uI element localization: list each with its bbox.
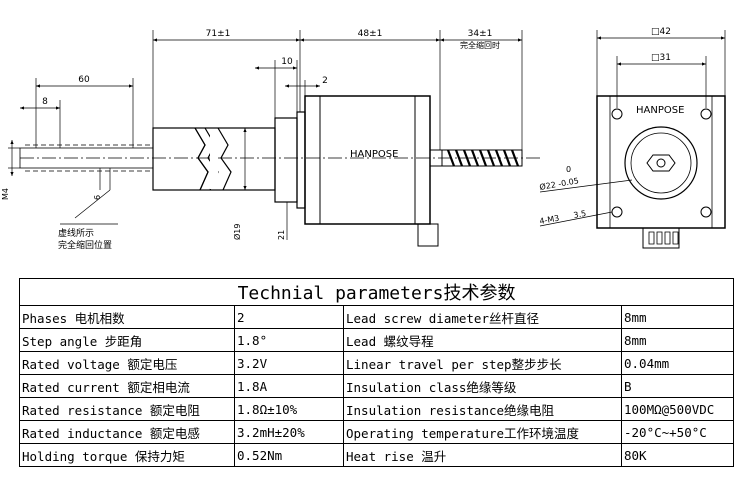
dim-19: Ø19 <box>232 224 242 240</box>
dim-m3-depth: 3.5 <box>573 209 587 220</box>
param-value-right: 8mm <box>620 305 735 329</box>
param-name-left: Holding torque 保持力矩 <box>19 443 235 467</box>
front-view <box>539 30 726 249</box>
param-name-right: Heat rise 温升 <box>343 443 622 467</box>
dim-60: 60 <box>78 75 90 85</box>
side-view <box>8 30 540 247</box>
param-value-left: 3.2V <box>234 351 344 375</box>
dim-21: 21 <box>277 230 286 240</box>
dim-6: 6 <box>93 195 102 200</box>
param-name-left: Rated resistance 额定电阻 <box>19 397 235 421</box>
param-name-right: Lead 螺纹导程 <box>343 328 622 352</box>
param-value-left: 1.8° <box>234 328 344 352</box>
param-name-left: Rated inductance 额定电感 <box>19 420 235 444</box>
dim-31: □31 <box>651 53 671 63</box>
param-value-right: -20°C~+50°C <box>620 420 735 444</box>
param-value-right: 80K <box>620 443 735 467</box>
param-value-right: B <box>620 374 735 398</box>
side-view-labels: 71±1 48±1 34±1 完全缩回时 60 8 10 2 M4 6 Ø19 … <box>1 29 500 251</box>
param-value-left: 0.52Nm <box>234 443 344 467</box>
param-name-left: Rated voltage 额定电压 <box>19 351 235 375</box>
param-name-right: Operating temperature工作环境温度 <box>343 420 622 444</box>
dim-8: 8 <box>42 97 48 107</box>
param-name-right: Lead screw diameter丝杆直径 <box>343 305 622 329</box>
param-name-left: Phases 电机相数 <box>19 305 235 329</box>
param-name-right: Insulation class绝缘等级 <box>343 374 622 398</box>
param-name-right: Linear travel per step整步步长 <box>343 351 622 375</box>
dim-22-tolerance-top: 0 <box>566 165 571 174</box>
param-value-right: 0.04mm <box>620 351 735 375</box>
param-value-left: 3.2mH±20% <box>234 420 344 444</box>
table-title-row: Technial parameters技术参数 <box>18 278 735 306</box>
param-value-right: 100MΩ@500VDC <box>620 397 735 421</box>
dim-10: 10 <box>281 57 293 67</box>
param-name-right: Insulation resistance绝缘电阻 <box>343 397 622 421</box>
param-value-right: 8mm <box>620 328 735 352</box>
param-value-left: 1.8Ω±10% <box>234 397 344 421</box>
brand-label-side: HANPOSE <box>636 105 684 116</box>
dim-m4: M4 <box>1 188 10 200</box>
brand-label-front: HANPOSE <box>350 149 398 160</box>
motor-technical-drawing: 71±1 48±1 34±1 完全缩回时 60 8 10 2 M4 6 Ø19 … <box>1 27 726 251</box>
dim-71: 71±1 <box>206 29 231 39</box>
dim-34: 34±1 <box>468 29 493 39</box>
table-title: Technial parameters技术参数 <box>18 278 735 306</box>
dim-34-note: 完全缩回时 <box>460 40 500 50</box>
note-line-2: 完全缩回位置 <box>58 239 112 251</box>
param-value-left: 1.8A <box>234 374 344 398</box>
dim-48: 48±1 <box>358 29 383 39</box>
param-value-left: 2 <box>234 305 344 329</box>
lead-screw <box>441 149 523 167</box>
note-line-1: 虚线所示 <box>58 227 94 239</box>
dim-42: □42 <box>651 27 671 37</box>
param-name-left: Rated current 额定相电流 <box>19 374 235 398</box>
param-name-left: Step angle 步距角 <box>19 328 235 352</box>
dim-2: 2 <box>322 76 328 86</box>
dim-m3: 4-M3 <box>539 214 560 226</box>
